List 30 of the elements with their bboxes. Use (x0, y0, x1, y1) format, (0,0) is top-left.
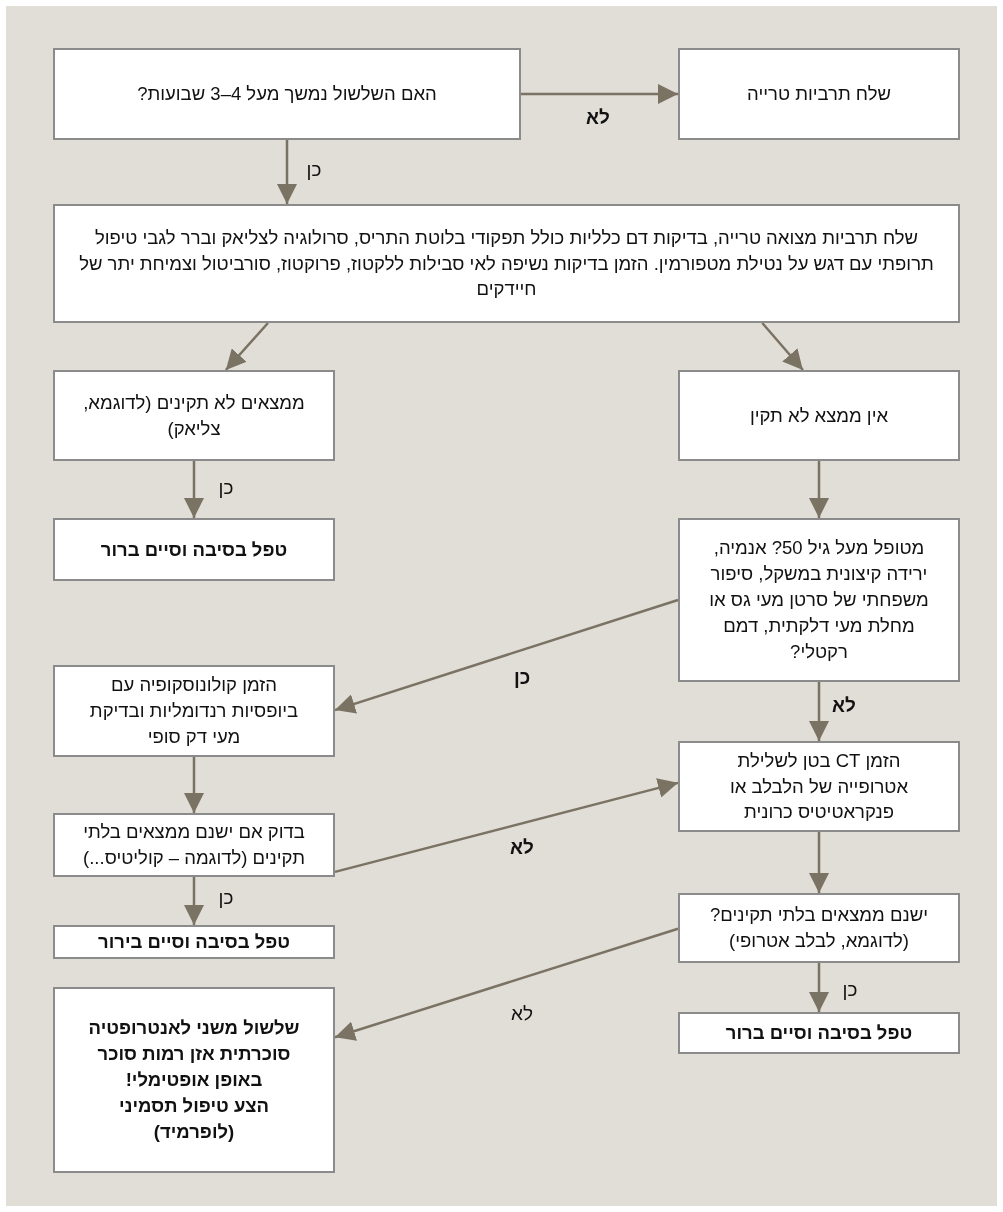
process-box: הזמן CT בטן לשלילת אטרופייה של הלבלב או פנקראטיטיס כרונית (678, 741, 960, 832)
process-box: הזמן קולונוסקופיה עם ביופסיות רנדומליות ובדיקת מעי דק סופי (53, 665, 335, 757)
decision-box: מטופל מעל גיל 50? אנמיה, ירידה קיצונית במשקל, סיפור משפחתי של סרטן מעי גס או מחלת מעי דלקתית, דמם רקטלי? (678, 518, 960, 682)
process-box (53, 987, 335, 1173)
process-box: טפל בסיבה וסיים ברור (678, 1012, 960, 1054)
arrow (809, 963, 829, 1012)
box-text: שלשול משני לאנטרופטיה סוכרתית אזן רמות סוכר באופן אופטימלי! (87, 1016, 301, 1093)
decision-box: ממצאים לא תקינים (לדוגמא, צליאק) (53, 370, 335, 461)
box-text: הצע טיפול תסמיני (לופרמיד) (117, 1093, 271, 1144)
arrow (809, 682, 829, 741)
process-box: טפל בסיבה וסיים ברור (53, 518, 335, 581)
process-box: שלח תרביות טרייה (678, 48, 960, 140)
arrow (334, 927, 679, 1041)
arrow (277, 140, 297, 204)
arrow (184, 461, 204, 518)
process-box: שלח תרביות מצואה טרייה, בדיקות דם כלליות כולל תפקודי בלוטת התריס, סרולוגיה לצליאק וברר לגבי טיפול תרופתי עם דגש על נטילת מטפורמין. הזמן בדיקות נשיפה לאי סבילות ללקטוז, פרוקטוז, סורביטול וצמיחת יתר של חיידקים (53, 204, 960, 323)
decision-box: האם השלשול נמשך מעל 4–3 שבועות? (53, 48, 521, 140)
arrow (761, 322, 804, 371)
arrow (334, 778, 679, 874)
arrow (809, 461, 829, 518)
decision-box: ישנם ממצאים בלתי תקינים? (לדוגמא, לבלב אטרופי) (678, 893, 960, 963)
arrow (334, 598, 679, 714)
process-box: טפל בסיבה וסיים בירור (53, 925, 335, 959)
arrow (809, 832, 829, 893)
arrow (521, 84, 678, 104)
process-box: אין ממצא לא תקין (678, 370, 960, 461)
arrow (184, 877, 204, 925)
arrow (184, 757, 204, 813)
decision-box: בדוק אם ישנם ממצאים בלתי תקינים (לדוגמה – קוליטיס...) (53, 813, 335, 877)
arrow (224, 322, 269, 371)
